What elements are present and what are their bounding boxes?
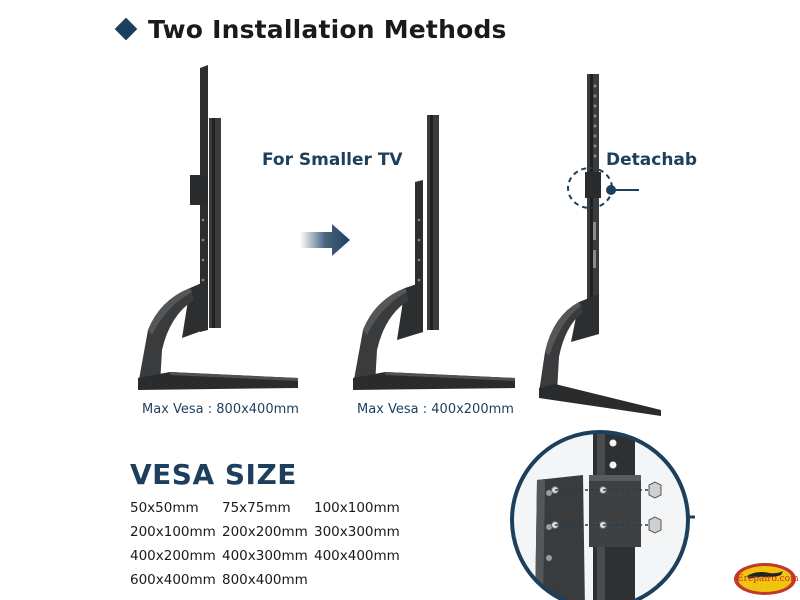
diamond-bullet-icon	[114, 17, 138, 41]
smaller-tv-label: For Smaller TV	[262, 150, 403, 170]
vesa-size-item: 50x50mm	[130, 500, 199, 516]
stand-large-tv-illustration	[138, 65, 298, 390]
detachable-label: Detachab	[606, 150, 698, 170]
max-vesa-caption-2: Max Vesa : 400x200mm	[357, 402, 514, 417]
vesa-size-item: 200x100mm	[130, 524, 216, 540]
vesa-size-list: 50x50mm 75x75mm 100x100mm 200x100mm 200x…	[130, 500, 406, 590]
stand-leg	[353, 288, 409, 385]
stand-leg	[539, 302, 583, 392]
vesa-size-item: 800x400mm	[222, 572, 308, 588]
vesa-size-item: 100x100mm	[314, 500, 400, 516]
vesa-size-item: 75x75mm	[222, 500, 291, 516]
watermark-text: Erepairo.com	[737, 574, 799, 584]
vesa-size-title: VESA SIZE	[130, 458, 297, 491]
page-title: Two Installation Methods	[114, 12, 507, 46]
stand-small-tv-illustration	[353, 115, 515, 390]
vesa-size-item: 300x300mm	[314, 524, 400, 540]
stand-base	[539, 384, 661, 416]
stand-leg	[138, 288, 194, 385]
arrow-right-icon	[300, 224, 350, 256]
page-title-text: Two Installation Methods	[148, 14, 507, 44]
vesa-size-item: 400x400mm	[314, 548, 400, 564]
detachable-stand-illustration	[539, 74, 661, 416]
watermark-logo	[734, 563, 796, 595]
vesa-size-item: 600x400mm	[130, 572, 216, 588]
max-vesa-caption-1: Max Vesa : 800x400mm	[142, 402, 299, 417]
vesa-size-item: 200x200mm	[222, 524, 308, 540]
bracket-detail-zoom	[510, 430, 695, 600]
vesa-size-item: 400x300mm	[222, 548, 308, 564]
vesa-size-item: 400x200mm	[130, 548, 216, 564]
